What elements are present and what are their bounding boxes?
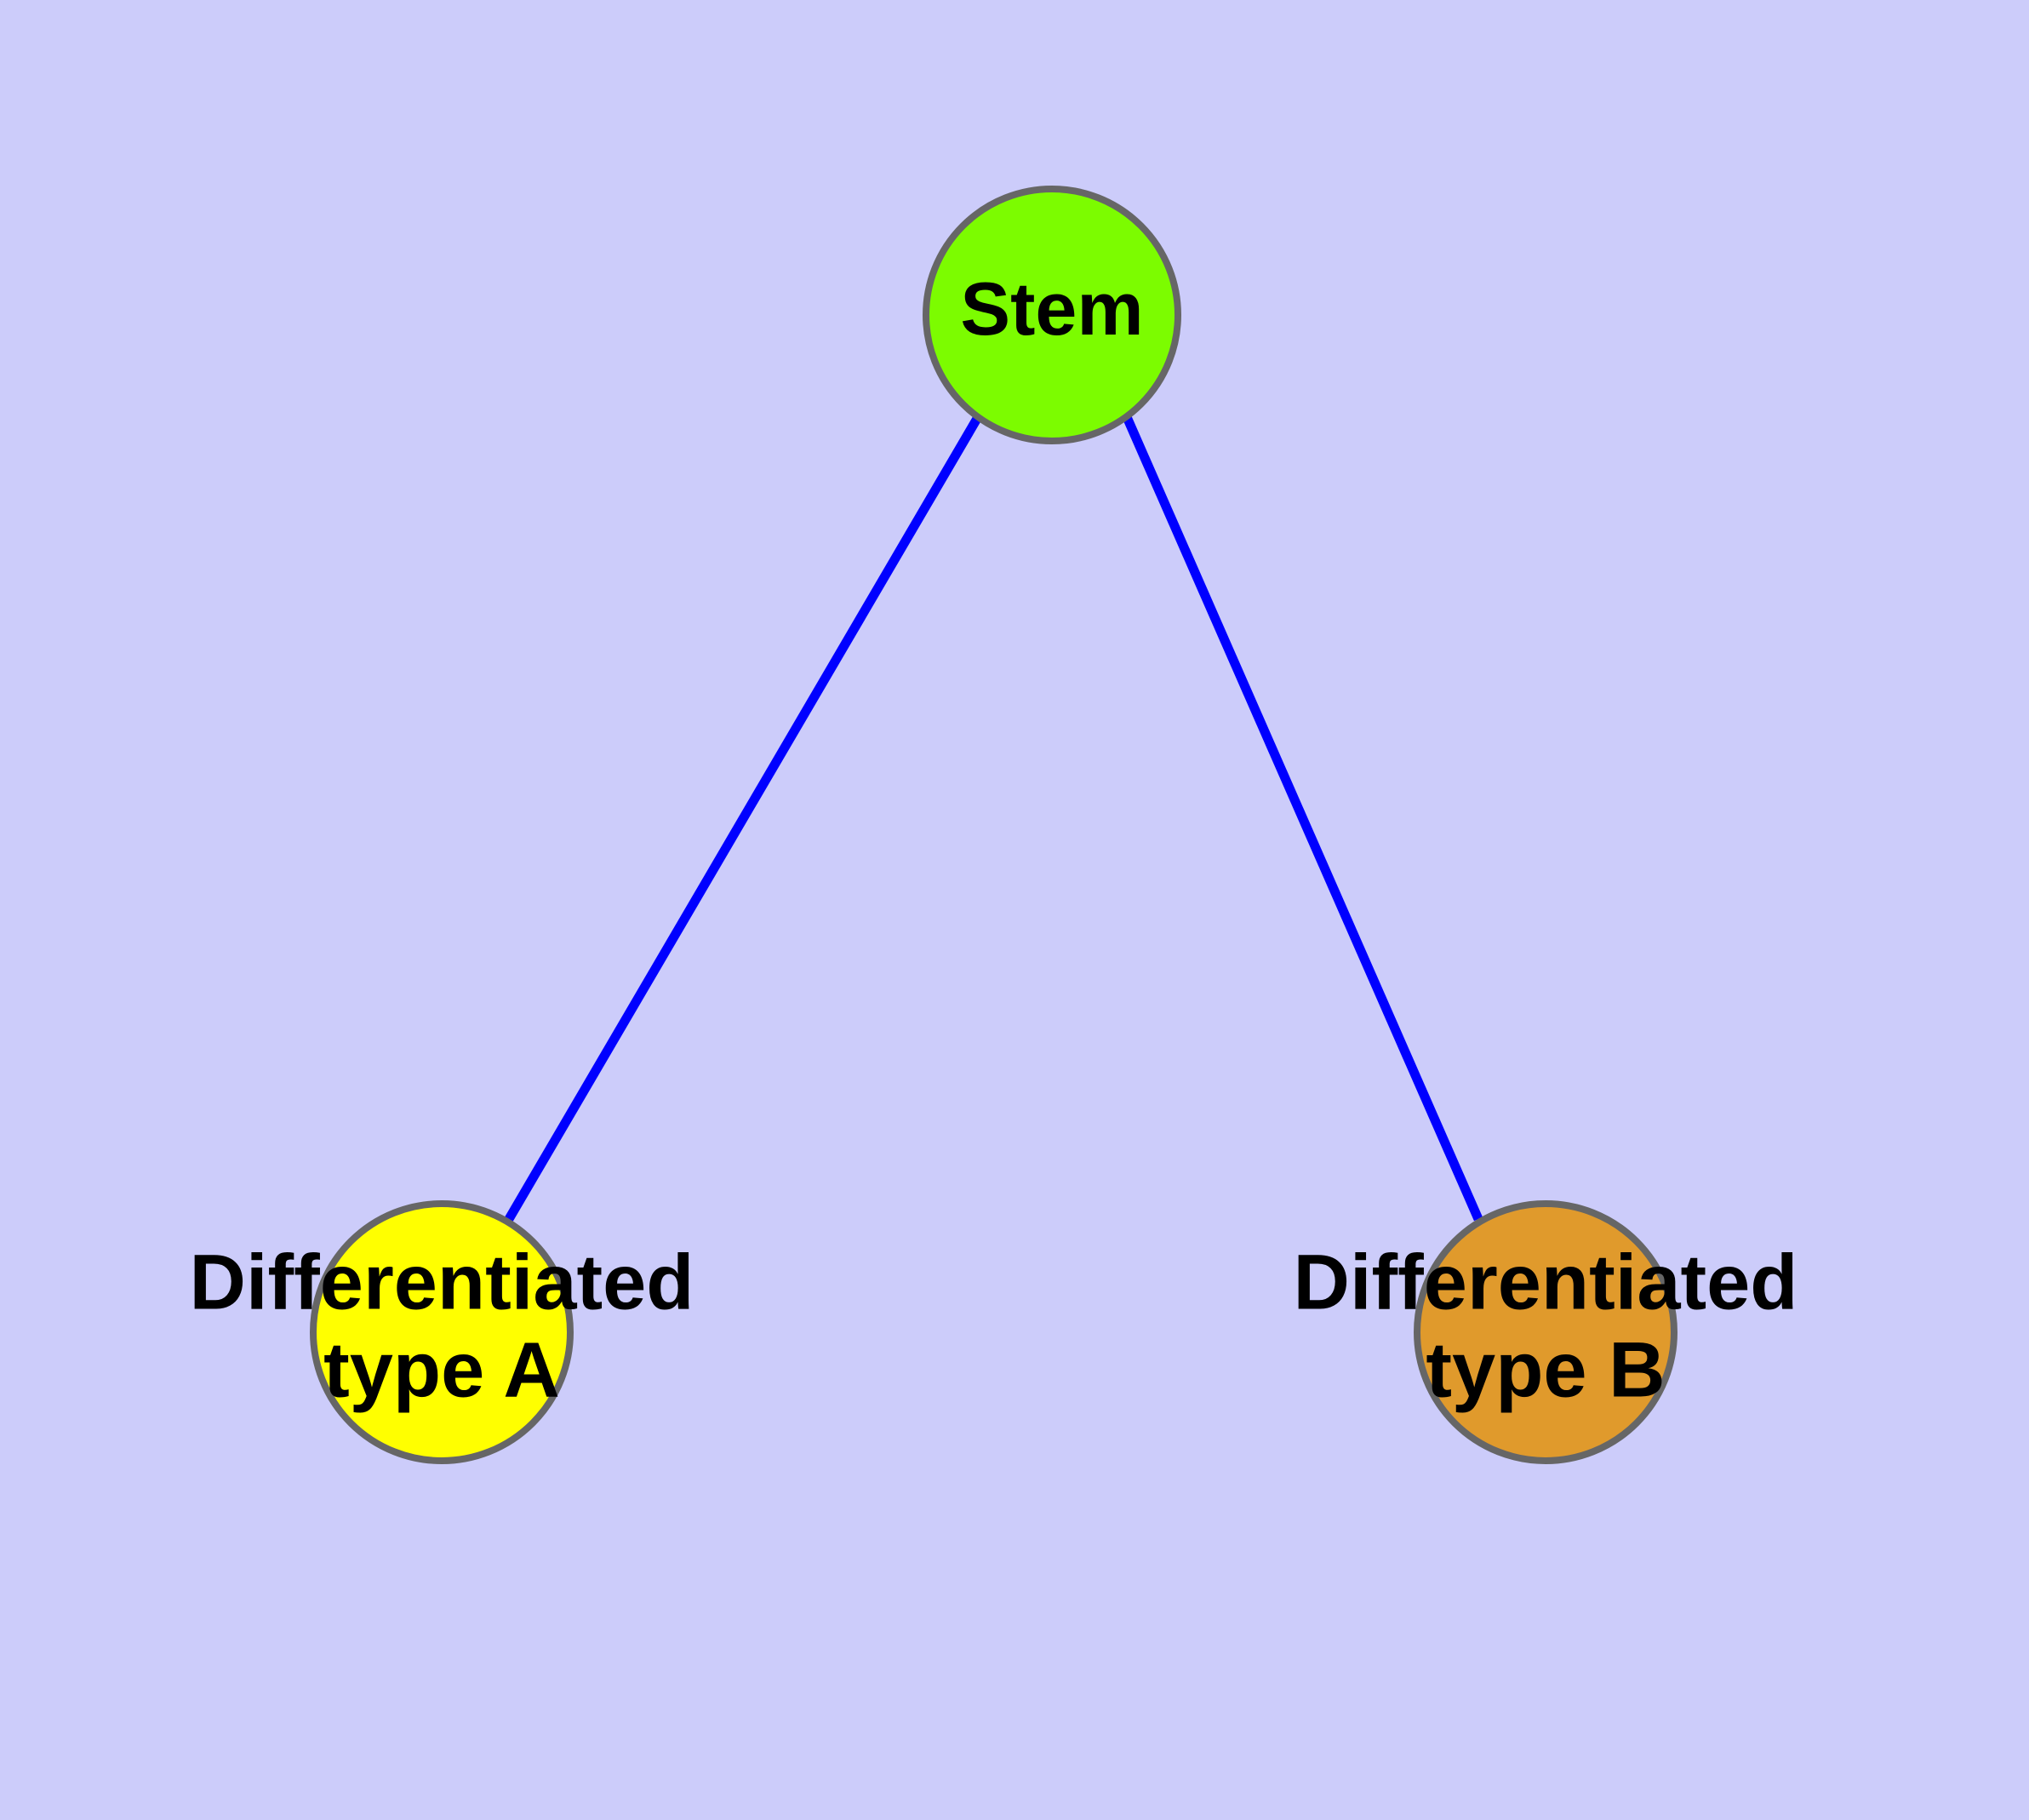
node-label-stem: Stem: [960, 266, 1143, 351]
node-label-line: Differentiated: [190, 1239, 694, 1326]
edge-stem-to-diff-a: [505, 415, 982, 1222]
edges-layer: [505, 415, 1483, 1222]
node-circle-diff-b[interactable]: [1414, 1200, 1677, 1464]
node-label-line: Differentiated: [1294, 1239, 1798, 1326]
node-label-line: type A: [323, 1327, 560, 1414]
node-stem[interactable]: Stem: [923, 186, 1181, 444]
node-label-line: Stem: [960, 266, 1143, 351]
node-circle-stem[interactable]: [923, 186, 1181, 444]
edge-stem-to-diff-b: [1122, 415, 1483, 1222]
node-label-line: type B: [1426, 1327, 1665, 1414]
node-circle-diff-a[interactable]: [310, 1200, 574, 1464]
